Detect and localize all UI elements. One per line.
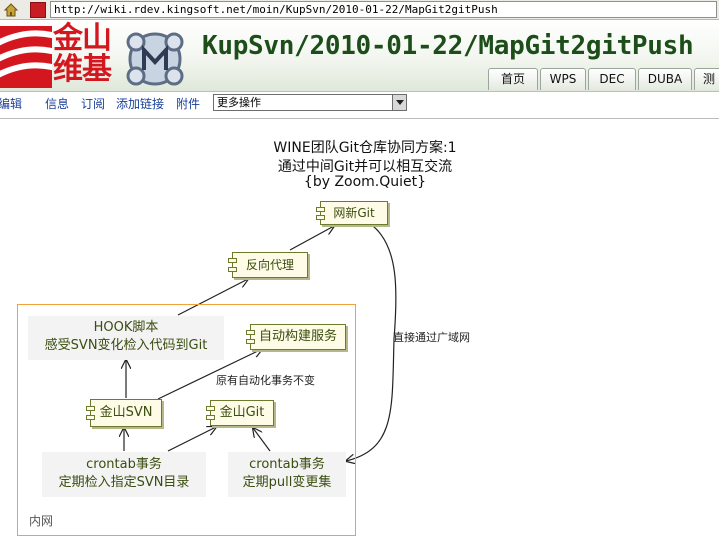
node-crontab-pull-line-1: crontab事务 — [249, 457, 325, 472]
node-hook-script[interactable]: HOOK脚本 感受SVN变化检入代码到Git — [28, 316, 224, 360]
wiki-logo-text[interactable]: 金山维基 — [53, 21, 112, 87]
page-title: KupSvn/2010-01-22/MapGit2gitPush — [202, 31, 694, 61]
node-kingsoft-git-label: 金山Git — [219, 405, 265, 420]
page-actions-bar: 编辑 信息 订阅 添加链接 附件 更多操作 — [0, 92, 719, 114]
add-link-link[interactable]: 添加链接 — [116, 97, 165, 111]
node-kingsoft-git[interactable]: 金山Git — [206, 400, 274, 426]
component-tab-icon — [246, 330, 255, 335]
lan-label: 内网 — [29, 514, 54, 528]
tab-dec[interactable]: DEC — [588, 68, 636, 90]
lan-boundary: 内网 — [17, 304, 356, 536]
edit-link[interactable]: 编辑 — [0, 97, 23, 111]
node-wang-git[interactable]: 网新Git — [316, 201, 388, 225]
node-crontab-svn-line-1: crontab事务 — [86, 457, 162, 472]
node-hook-line-1: HOOK脚本 — [93, 320, 159, 335]
tab-duba[interactable]: DUBA — [638, 68, 692, 90]
dropdown-arrow-icon[interactable] — [392, 95, 406, 110]
browser-toolbar: http://wiki.rdev.kingsoft.net/moin/KupSv… — [0, 0, 719, 20]
home-icon[interactable] — [3, 2, 19, 18]
kingsoft-logo-icon[interactable] — [0, 26, 52, 88]
diagram-title-line-1: WINE团队Git仓库协同方案:1 — [273, 140, 457, 156]
uml-diagram: WINE团队Git仓库协同方案:1 通过中间Git并可以相互交流 {by Zoo… — [0, 119, 719, 555]
component-tab-icon — [206, 406, 215, 411]
component-tab-icon — [228, 267, 237, 272]
node-crontab-pull-line-2: 定期pull变更集 — [242, 475, 332, 490]
edge-cron1-to-ksgit — [167, 427, 216, 452]
node-crontab-pull[interactable]: crontab事务 定期pull变更集 — [228, 452, 346, 497]
breadcrumb-date[interactable]: 2010-01-22 — [309, 31, 464, 61]
node-kingsoft-svn-label: 金山SVN — [99, 405, 153, 420]
subscribe-link[interactable]: 订阅 — [81, 97, 106, 111]
breadcrumb-page[interactable]: MapGit2gitPush — [478, 31, 694, 61]
diagram-edges — [0, 119, 397, 555]
node-wang-git-label: 网新Git — [333, 206, 375, 220]
more-actions-select[interactable]: 更多操作 — [213, 94, 407, 111]
node-auto-build-label: 自动构建服务 — [258, 329, 337, 344]
edge-hook-to-proxy — [177, 279, 248, 316]
component-tab-icon — [206, 415, 215, 420]
header-divider — [0, 118, 719, 119]
edge-wanggit-to-cron2 — [346, 225, 397, 461]
breadcrumb-kupsvn[interactable]: KupSvn — [202, 31, 295, 61]
edge-label-automation: 原有自动化事务不变 — [216, 374, 315, 387]
node-hook-line-2: 感受SVN变化检入代码到Git — [44, 338, 208, 353]
wiki-header: 金山维基 KupSvn/2010-01-22/MapGit2gitPush 首页… — [0, 20, 719, 92]
node-auto-build[interactable]: 自动构建服务 — [246, 324, 346, 350]
diagram-title-line-2: 通过中间Git并可以相互交流 — [277, 159, 453, 175]
edge-cron2-to-ksgit — [253, 428, 271, 452]
component-tab-icon — [228, 258, 237, 263]
tab-home[interactable]: 首页 — [488, 68, 538, 90]
node-kingsoft-svn[interactable]: 金山SVN — [86, 399, 162, 427]
tab-wps[interactable]: WPS — [540, 68, 586, 90]
moinmoin-logo-icon — [126, 32, 184, 86]
more-actions-value: 更多操作 — [217, 96, 261, 109]
node-reverse-proxy-label: 反向代理 — [245, 258, 294, 272]
node-crontab-svn-line-2: 定期检入指定SVN目录 — [58, 475, 190, 490]
site-favicon-icon — [30, 2, 46, 18]
edge-proxy-to-wanggit — [289, 226, 334, 251]
component-tab-icon — [316, 215, 325, 220]
breadcrumb-separator: / — [294, 31, 310, 61]
component-tab-icon — [246, 339, 255, 344]
component-tab-icon — [316, 207, 325, 212]
info-link[interactable]: 信息 — [45, 97, 70, 111]
node-crontab-svn[interactable]: crontab事务 定期检入指定SVN目录 — [42, 452, 206, 497]
edge-label-wan: 直接通过广域网 — [393, 331, 470, 344]
url-field[interactable]: http://wiki.rdev.kingsoft.net/moin/KupSv… — [50, 1, 717, 18]
attachments-link[interactable]: 附件 — [176, 97, 201, 111]
node-reverse-proxy[interactable]: 反向代理 — [228, 252, 308, 278]
component-tab-icon — [86, 415, 95, 420]
breadcrumb-separator: / — [463, 31, 479, 61]
diagram-title-line-3: {by Zoom.Quiet} — [303, 174, 427, 190]
component-tab-icon — [86, 406, 95, 411]
edge-svn-to-autobuild — [157, 349, 262, 400]
tab-test[interactable]: 测 — [694, 68, 719, 90]
